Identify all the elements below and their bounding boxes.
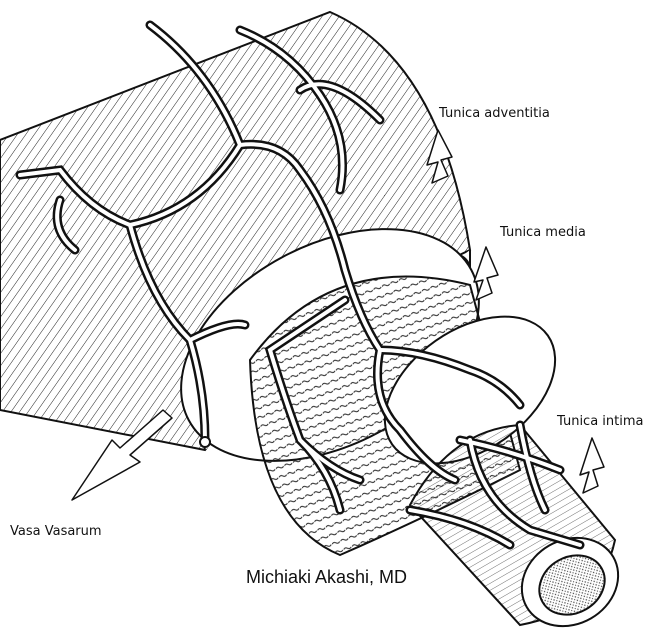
label-tunica-media: Tunica media [500,225,586,240]
label-vasa-vasarum: Vasa Vasarum [10,524,102,539]
author-credit: Michiaki Akashi, MD [246,567,407,588]
label-tunica-intima: Tunica intima [557,414,644,429]
label-tunica-adventitia: Tunica adventitia [439,106,550,121]
arrow-intima [580,438,604,493]
